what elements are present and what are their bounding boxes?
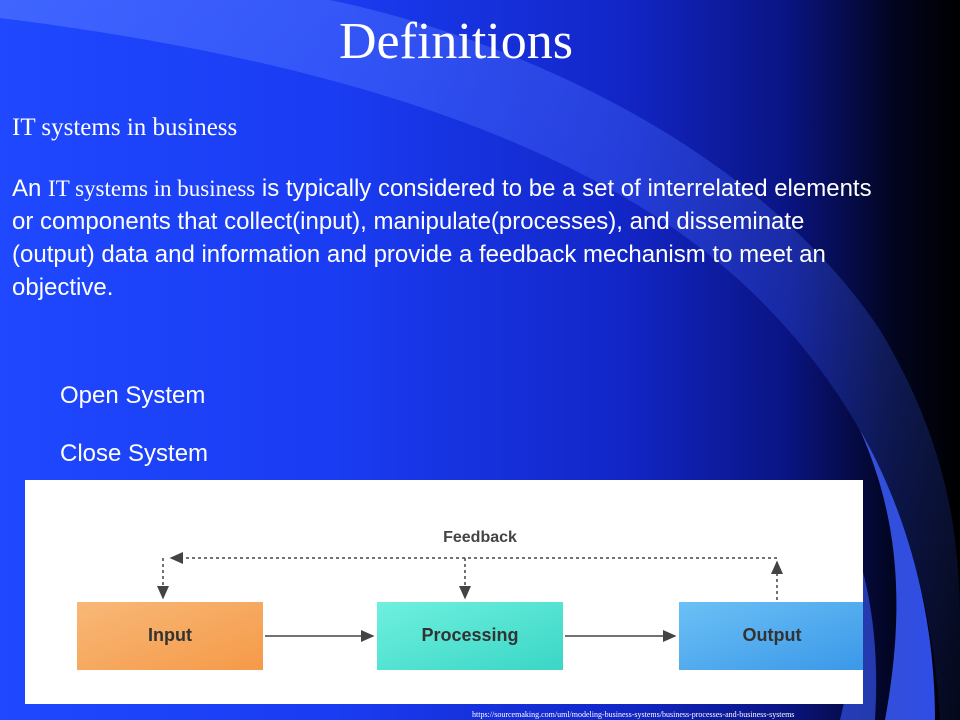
- slide-subheading: IT systems in business: [12, 114, 238, 141]
- definition-lead: An: [12, 175, 49, 202]
- input-box: [77, 602, 263, 670]
- definition-rest: is typically considered to be a set of i…: [12, 175, 872, 301]
- definition-paragraph: An IT systems in business is typically c…: [12, 172, 892, 304]
- system-diagram: Feedback Input Processing Output: [25, 480, 863, 704]
- diagram-shapes: [77, 552, 863, 670]
- input-label: Input: [148, 625, 192, 645]
- slide-title: Definitions: [339, 13, 573, 70]
- output-label: Output: [742, 625, 802, 645]
- feedback-label: Feedback: [443, 529, 517, 546]
- definition-term: IT systems in business: [48, 176, 256, 201]
- item-open-system: Open System: [60, 382, 206, 409]
- item-close-system: Close System: [60, 440, 209, 467]
- source-link[interactable]: https://sourcemaking.com/uml/modeling-bu…: [472, 710, 795, 719]
- processing-label: Processing: [421, 625, 519, 645]
- processing-box: [377, 602, 563, 670]
- output-box: [679, 602, 863, 670]
